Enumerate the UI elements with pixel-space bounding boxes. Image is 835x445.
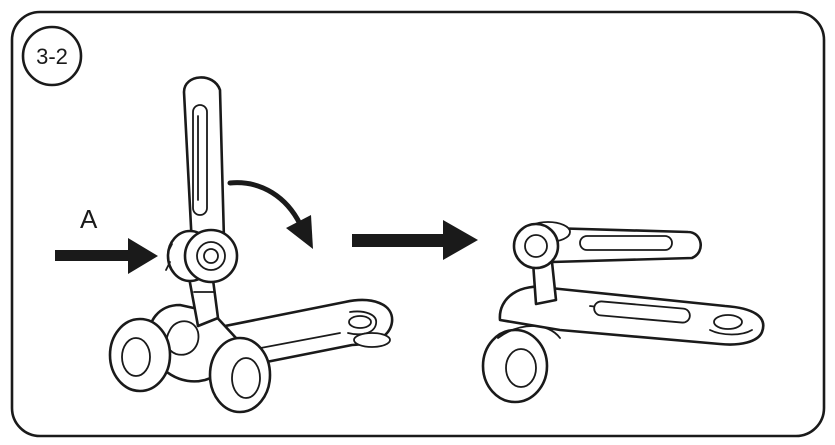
front-wheel-right [208,336,272,414]
scooter-unfolded [108,76,394,414]
push-arrow-a [55,238,158,274]
scooter-folded [481,221,765,404]
fold-direction-arrow [227,180,313,249]
folding-hinge-folded [512,221,571,270]
handle-folded [546,226,702,264]
folding-hinge [165,228,239,284]
transition-arrow [352,220,478,260]
diagram-frame [10,10,826,438]
front-wheel-folded [481,328,549,404]
step-number: 3-2 [36,44,68,69]
front-wheel-left [108,317,172,393]
step-badge: 3-2 [21,25,83,87]
label-a: A [80,204,98,234]
handle-upright [182,76,226,248]
